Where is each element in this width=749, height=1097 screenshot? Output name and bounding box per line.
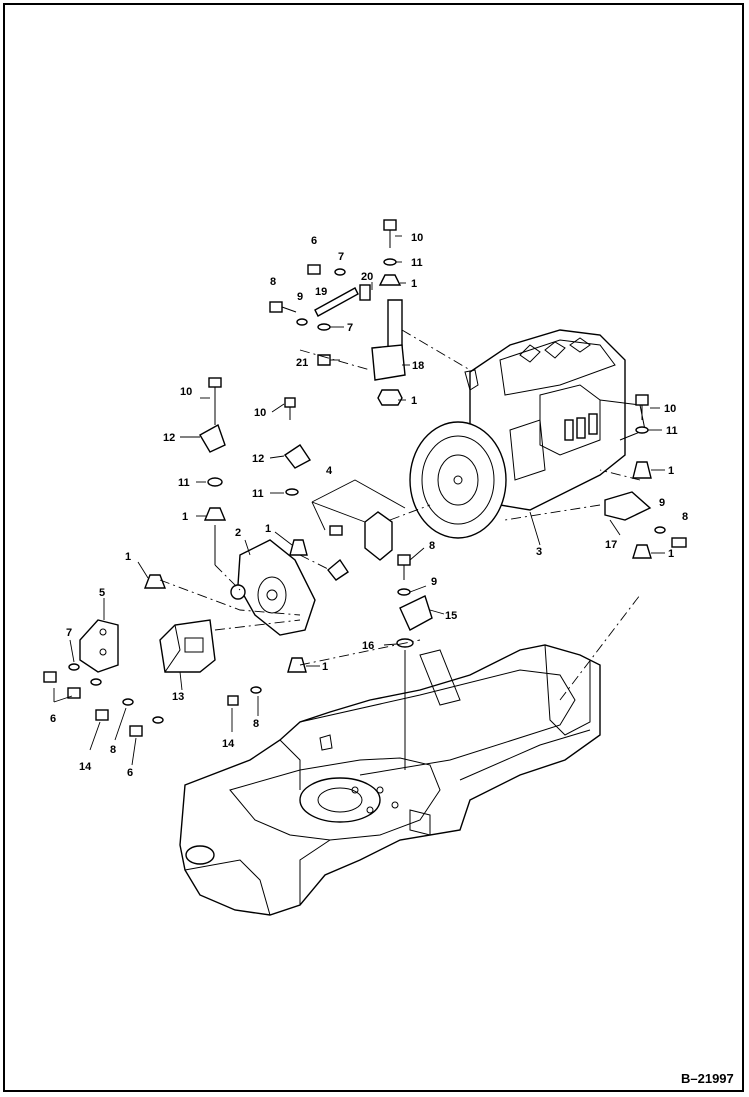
callout-1: 1 [668,548,674,560]
callout-labels: 10 11 1 6 7 20 8 9 19 7 21 18 1 10 10 12… [50,232,688,779]
figure-reference-code: B–21997 [681,1071,734,1086]
callout-9: 9 [659,497,665,509]
callout-20: 20 [361,271,373,283]
callout-11: 11 [252,488,264,500]
callout-5: 5 [99,587,105,599]
callout-1: 1 [668,465,674,477]
callout-1: 1 [322,661,328,673]
callout-12: 12 [163,432,175,444]
bracket-5 [79,619,119,673]
mount-parts [43,219,687,770]
callout-6: 6 [50,713,56,725]
callout-16: 16 [362,640,374,652]
callout-8: 8 [682,511,688,523]
leader-lines [53,235,665,766]
callout-19: 19 [315,286,327,298]
callout-10: 10 [254,407,266,419]
callout-6: 6 [311,235,317,247]
hydraulic-pump [159,619,216,673]
callout-1: 1 [182,511,188,523]
callout-8: 8 [110,744,116,756]
callout-1: 1 [411,278,417,290]
callout-8: 8 [270,276,276,288]
callout-12: 12 [252,453,264,465]
callout-2: 2 [235,527,241,539]
callout-7: 7 [347,322,353,334]
callout-11: 11 [178,477,190,489]
main-frame [179,594,641,916]
callout-3: 3 [536,546,542,558]
callout-7: 7 [66,627,72,639]
callout-4: 4 [326,465,333,477]
callout-18: 18 [412,360,424,372]
callout-11: 11 [411,257,423,269]
callout-15: 15 [445,610,457,622]
callout-9: 9 [297,291,303,303]
callout-21: 21 [296,357,308,369]
callout-7: 7 [338,251,344,263]
callout-11: 11 [666,425,678,437]
callout-8: 8 [429,540,435,552]
callout-10: 10 [411,232,423,244]
callout-1: 1 [265,523,271,535]
callout-9: 9 [431,576,437,588]
callout-14: 14 [79,761,92,773]
callout-1: 1 [411,395,417,407]
callout-6: 6 [127,767,133,779]
callout-14: 14 [222,738,235,750]
callout-13: 13 [172,691,184,703]
callout-10: 10 [664,403,676,415]
callout-10: 10 [180,386,192,398]
callout-1: 1 [125,551,131,563]
engine-assembly [409,329,646,539]
callout-17: 17 [605,539,617,551]
callout-8: 8 [253,718,259,730]
